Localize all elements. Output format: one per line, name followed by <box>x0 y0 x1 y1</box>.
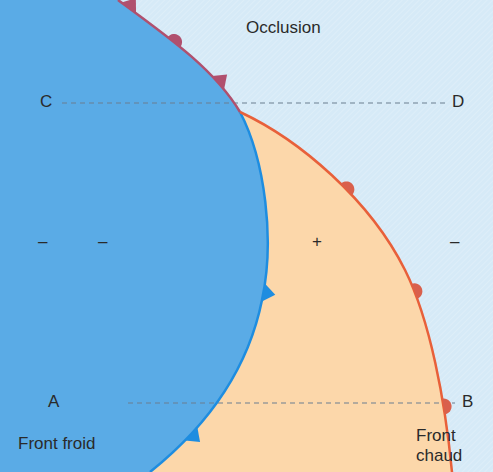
section-line <box>128 402 455 403</box>
front-semicircle <box>411 283 422 298</box>
front-semicircle <box>442 398 451 414</box>
front-name: Front froid <box>18 434 95 454</box>
front-name: Front chaud <box>416 426 486 467</box>
section-line <box>62 102 445 103</box>
cold-air-mass <box>0 0 268 472</box>
pressure-sign: + <box>312 232 322 252</box>
section-letter: A <box>48 392 59 412</box>
section-letter: B <box>462 392 473 412</box>
section-letter: C <box>40 92 52 112</box>
front-triangle <box>262 284 275 302</box>
front-symbols <box>122 0 452 442</box>
front-triangle <box>185 427 200 442</box>
pressure-sign: – <box>450 232 459 252</box>
front-triangle <box>122 0 137 13</box>
warm-front <box>240 112 452 472</box>
pressure-sign: – <box>98 232 107 252</box>
front-semicircle <box>168 34 182 47</box>
occluded-front <box>118 0 240 112</box>
front-name: Occlusion <box>246 18 321 38</box>
section-letter: D <box>452 92 464 112</box>
cold-front <box>150 112 268 472</box>
pressure-sign: – <box>38 232 47 252</box>
front-semicircle <box>341 181 355 195</box>
front-triangle <box>212 75 227 90</box>
